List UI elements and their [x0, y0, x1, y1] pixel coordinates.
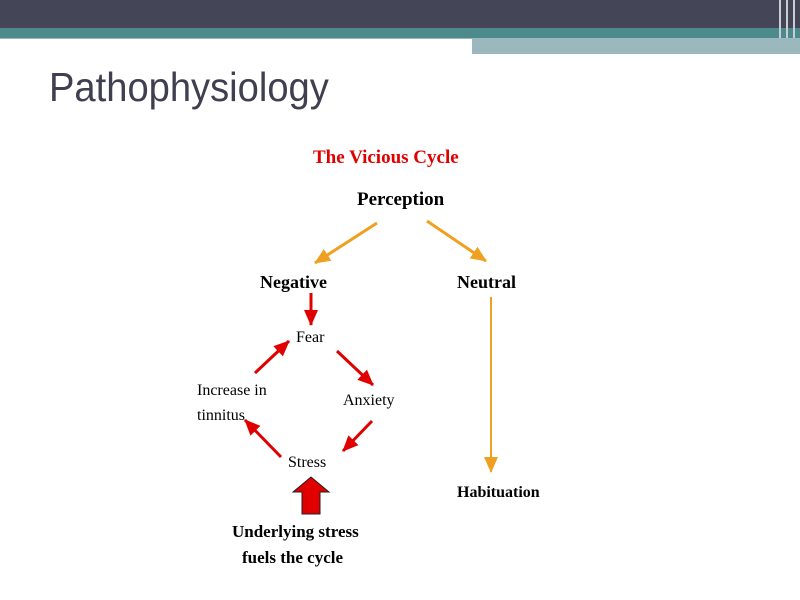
accent-line — [0, 38, 472, 39]
title-bar — [0, 0, 800, 28]
arrow-fear-to-anxiety — [335, 349, 375, 387]
node-perception: Perception — [357, 189, 445, 210]
arrow-increase-to-fear — [253, 339, 291, 375]
node-anxiety: Anxiety — [343, 392, 395, 409]
diagram-title: The Vicious Cycle — [313, 147, 459, 168]
node-neutral: Neutral — [457, 272, 516, 292]
node-increase-in-tinnitus: Increase in tinnitus — [197, 382, 267, 424]
arrow-perception-to-negative — [314, 221, 378, 265]
node-negative: Negative — [260, 272, 327, 292]
arrow-stress-to-increase — [243, 418, 283, 459]
corner-strip — [793, 0, 795, 38]
arrow-anxiety-to-stress — [341, 419, 374, 453]
corner-strip — [786, 0, 788, 38]
slide-title: Pathophysiology — [49, 64, 329, 110]
arrow-perception-to-neutral — [426, 219, 487, 263]
accent-band-teal — [0, 28, 800, 38]
node-stress: Stress — [288, 454, 327, 471]
node-habituation: Habituation — [457, 484, 540, 501]
corner-strip — [779, 0, 781, 38]
accent-band-light — [472, 38, 800, 54]
node-fear: Fear — [296, 329, 325, 346]
arrow-underlying-to-stress — [291, 476, 331, 515]
node-underlying-stress: Underlying stress fuels the cycle — [232, 522, 359, 567]
